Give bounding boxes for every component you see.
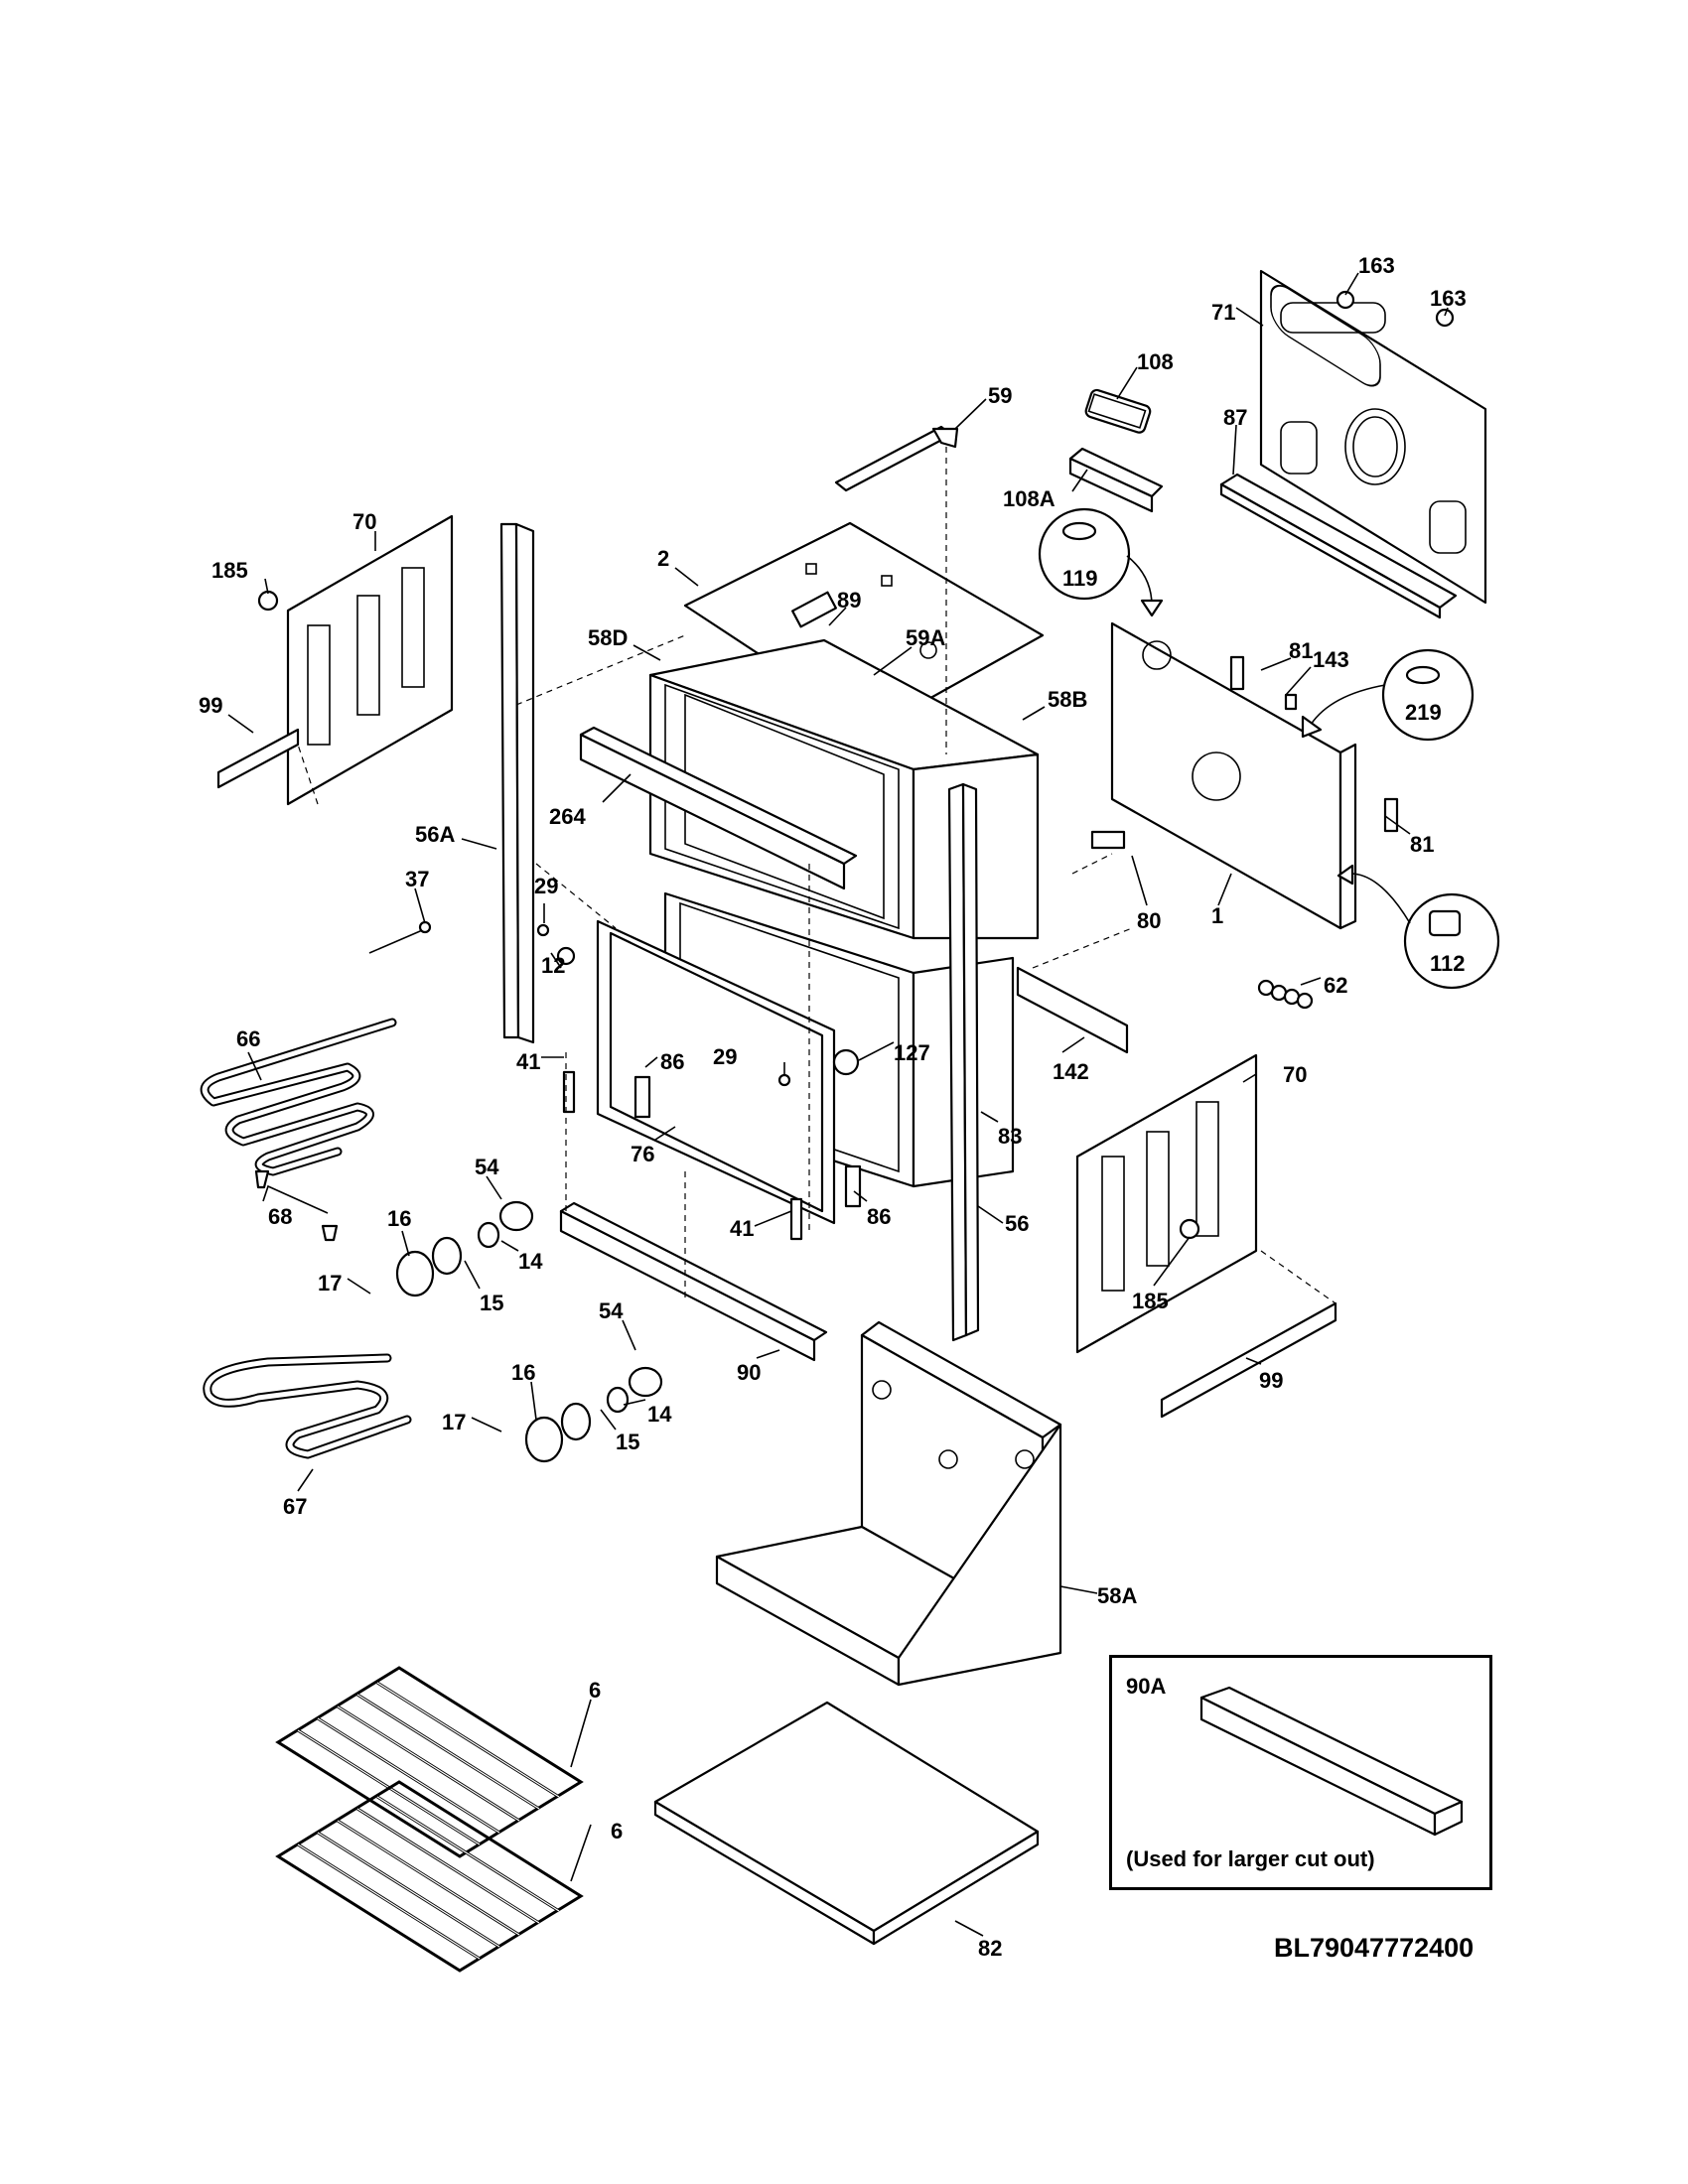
liner-58a [715,1320,1062,1687]
callout-16b: 16 [511,1360,535,1385]
callout-1: 1 [1211,903,1223,928]
callout-82: 82 [978,1936,1002,1961]
vent-duct-59 [834,425,959,492]
callout-76: 76 [631,1142,654,1166]
trim-90a-drawing [1199,1686,1464,1837]
callout-108: 108 [1137,349,1174,374]
bracket-108a [1068,447,1164,513]
callout-81b: 81 [1410,832,1434,857]
callout-70a: 70 [352,509,376,534]
inset-box-90a: 90A (Used for larger cut out) [1109,1655,1492,1890]
callout-163b: 163 [1430,286,1467,311]
callout-54b: 54 [599,1298,624,1323]
door-frame-76 [596,919,836,1225]
bracket-87 [1219,473,1458,619]
callout-89: 89 [837,588,861,613]
bottom-tray-82 [653,1701,1040,1946]
alignment-lines [297,447,1336,1304]
callout-17b: 17 [442,1410,466,1434]
door-trim-90 [559,1201,828,1362]
rail-99-left [216,728,300,789]
rear-panel-71 [1259,269,1487,605]
callout-54a: 54 [475,1155,499,1179]
callout-41a: 41 [516,1049,540,1074]
callout-86b: 86 [867,1204,891,1229]
callout-99a: 99 [199,693,222,718]
leader-lines [227,272,1449,1937]
callout-90: 90 [737,1360,761,1385]
callout-143: 143 [1313,647,1349,672]
detail-circle-219 [1301,648,1475,742]
detail-circle-119 [1038,507,1164,617]
callout-264: 264 [549,804,586,829]
callout-62: 62 [1324,973,1347,998]
callout-80: 80 [1137,908,1161,933]
callout-56a: 56A [415,822,455,847]
callout-86a: 86 [660,1049,684,1074]
callout-58a: 58A [1097,1583,1137,1608]
callout-15a: 15 [480,1291,503,1315]
callout-16a: 16 [387,1206,411,1231]
callout-37: 37 [405,867,429,891]
callout-67: 67 [283,1494,307,1519]
callout-14a: 14 [518,1249,543,1274]
duct-142 [1016,966,1129,1054]
callout-14b: 14 [647,1402,672,1427]
callout-17a: 17 [318,1271,342,1296]
callout-41b: 41 [730,1216,754,1241]
callout-15b: 15 [616,1430,639,1454]
callout-83: 83 [998,1124,1022,1149]
callout-71: 71 [1211,300,1235,325]
callout-127: 127 [894,1040,930,1065]
callout-29a: 29 [534,874,558,898]
light-assembly-upper [395,1200,534,1297]
oven-rack-lower [275,1780,584,1973]
callout-87: 87 [1223,405,1247,430]
side-panel-70-right [1075,1053,1258,1354]
callout-112: 112 [1430,951,1466,976]
callout-12: 12 [541,953,565,978]
inset-part-label: 90A [1126,1674,1167,1699]
callout-58d: 58D [588,625,628,650]
light-assembly-lower [524,1366,663,1463]
callout-108a: 108A [1003,486,1055,511]
nut-163 [1336,290,1455,328]
callout-66: 66 [236,1026,260,1051]
callout-29b: 29 [713,1044,737,1069]
callout-2: 2 [657,546,669,571]
callout-59a: 59A [906,625,945,650]
blower-108 [1084,388,1152,434]
callout-185a: 185 [211,558,248,583]
callout-142: 142 [1053,1059,1089,1084]
callout-6a: 6 [589,1678,601,1703]
side-trim-56a [499,522,535,1044]
small-parts [254,590,1399,1242]
callout-185b: 185 [1132,1289,1169,1313]
callout-labels: 163 163 71 108 59 87 108A 119 70 185 2 8… [199,253,1467,1961]
rail-99-right [1160,1301,1337,1419]
bake-element-67 [203,1353,412,1459]
callout-219: 219 [1405,700,1442,725]
callout-163a: 163 [1358,253,1395,278]
callout-58b: 58B [1048,687,1087,712]
callout-99b: 99 [1259,1368,1283,1393]
detail-circle-112 [1336,864,1500,990]
callout-59: 59 [988,383,1012,408]
callout-6b: 6 [611,1819,623,1843]
callout-81a: 81 [1289,638,1313,663]
broil-element-66 [200,1018,397,1176]
callout-68: 68 [268,1204,292,1229]
callout-119: 119 [1062,566,1098,591]
side-trim-56 [947,782,980,1342]
vent-trim-264 [579,726,858,890]
side-panel-70-left [286,514,454,806]
diagram-code: BL79047772400 [1274,1933,1475,1963]
callout-56: 56 [1005,1211,1029,1236]
callout-70b: 70 [1283,1062,1307,1087]
inset-note: (Used for larger cut out) [1126,1846,1375,1871]
